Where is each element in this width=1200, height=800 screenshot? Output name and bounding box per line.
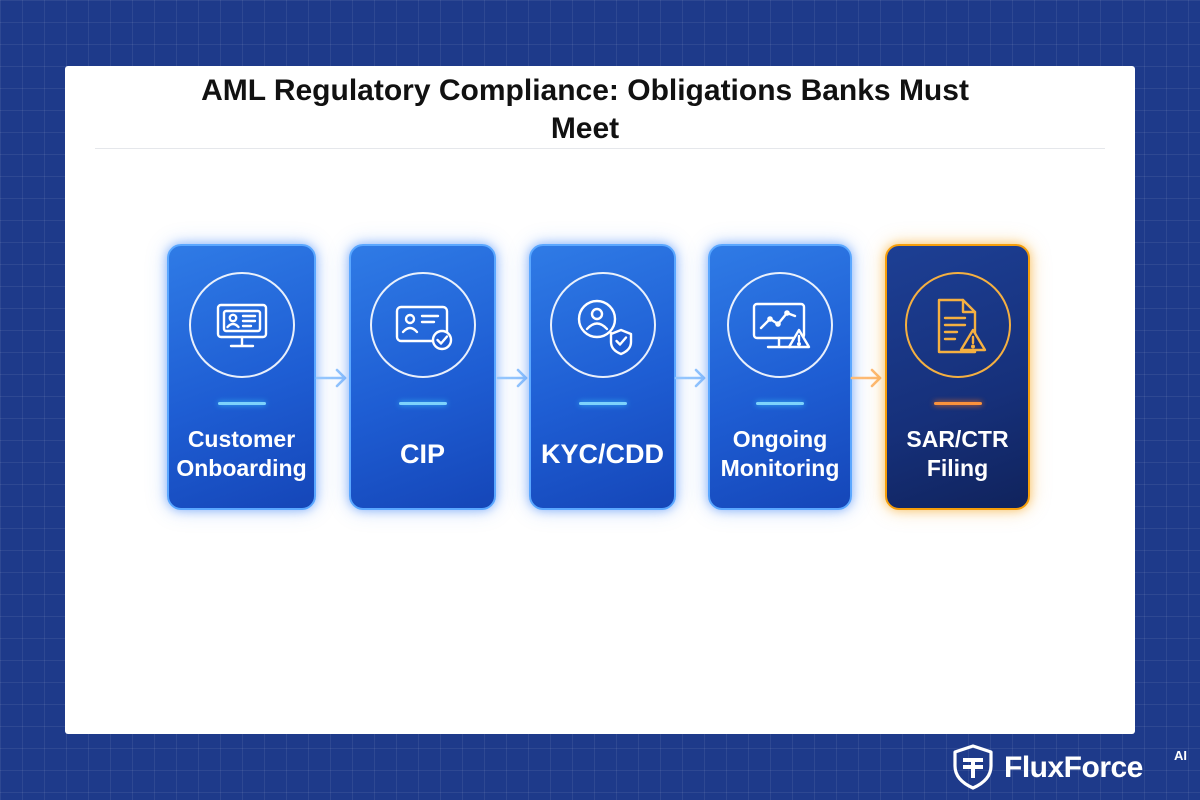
flow-arrow (496, 368, 528, 388)
brand-name: FluxForce (1004, 751, 1143, 784)
brand-logo: FluxForce AI (952, 744, 1192, 792)
flow-arrow-highlight (850, 368, 882, 388)
step-label: CIP (399, 438, 445, 469)
monitor-id-icon (216, 303, 267, 348)
brand-suffix: AI (1174, 748, 1187, 763)
flow-arrow (674, 368, 706, 388)
monitor-chart-alert-icon (752, 302, 811, 349)
step-label: KYC/CDD (540, 438, 664, 469)
step-label: Ongoing Monitoring (720, 426, 840, 481)
accent-bar (756, 402, 804, 405)
icon-circle (727, 272, 833, 378)
icon-circle (369, 272, 476, 378)
accent-bar (933, 402, 982, 405)
id-card-check-icon (395, 305, 452, 351)
step-card-sar-ctr-filing: SAR/CTR Filing (885, 244, 1030, 510)
step-card-customer-onboarding: Customer Onboarding (167, 244, 316, 510)
icon-circle (549, 272, 656, 378)
step-label: SAR/CTR Filing (906, 426, 1009, 481)
accent-bar (217, 402, 266, 405)
shield-logo-icon (953, 744, 993, 790)
step-card-ongoing-monitoring: Ongoing Monitoring (708, 244, 852, 510)
user-shield-icon (577, 299, 632, 356)
step-card-kyc-cdd: KYC/CDD (529, 244, 676, 510)
flow-arrow (315, 368, 347, 388)
page-title: AML Regulatory Compliance: Obligations B… (201, 74, 969, 145)
step-card-cip: CIP (349, 244, 496, 510)
accent-bar (578, 402, 627, 405)
icon-circle (188, 272, 295, 378)
document-alert-icon (937, 298, 986, 354)
title-divider (95, 148, 1105, 149)
step-label: Customer Onboarding (176, 426, 307, 481)
icon-circle (904, 272, 1011, 378)
accent-bar (398, 402, 447, 405)
